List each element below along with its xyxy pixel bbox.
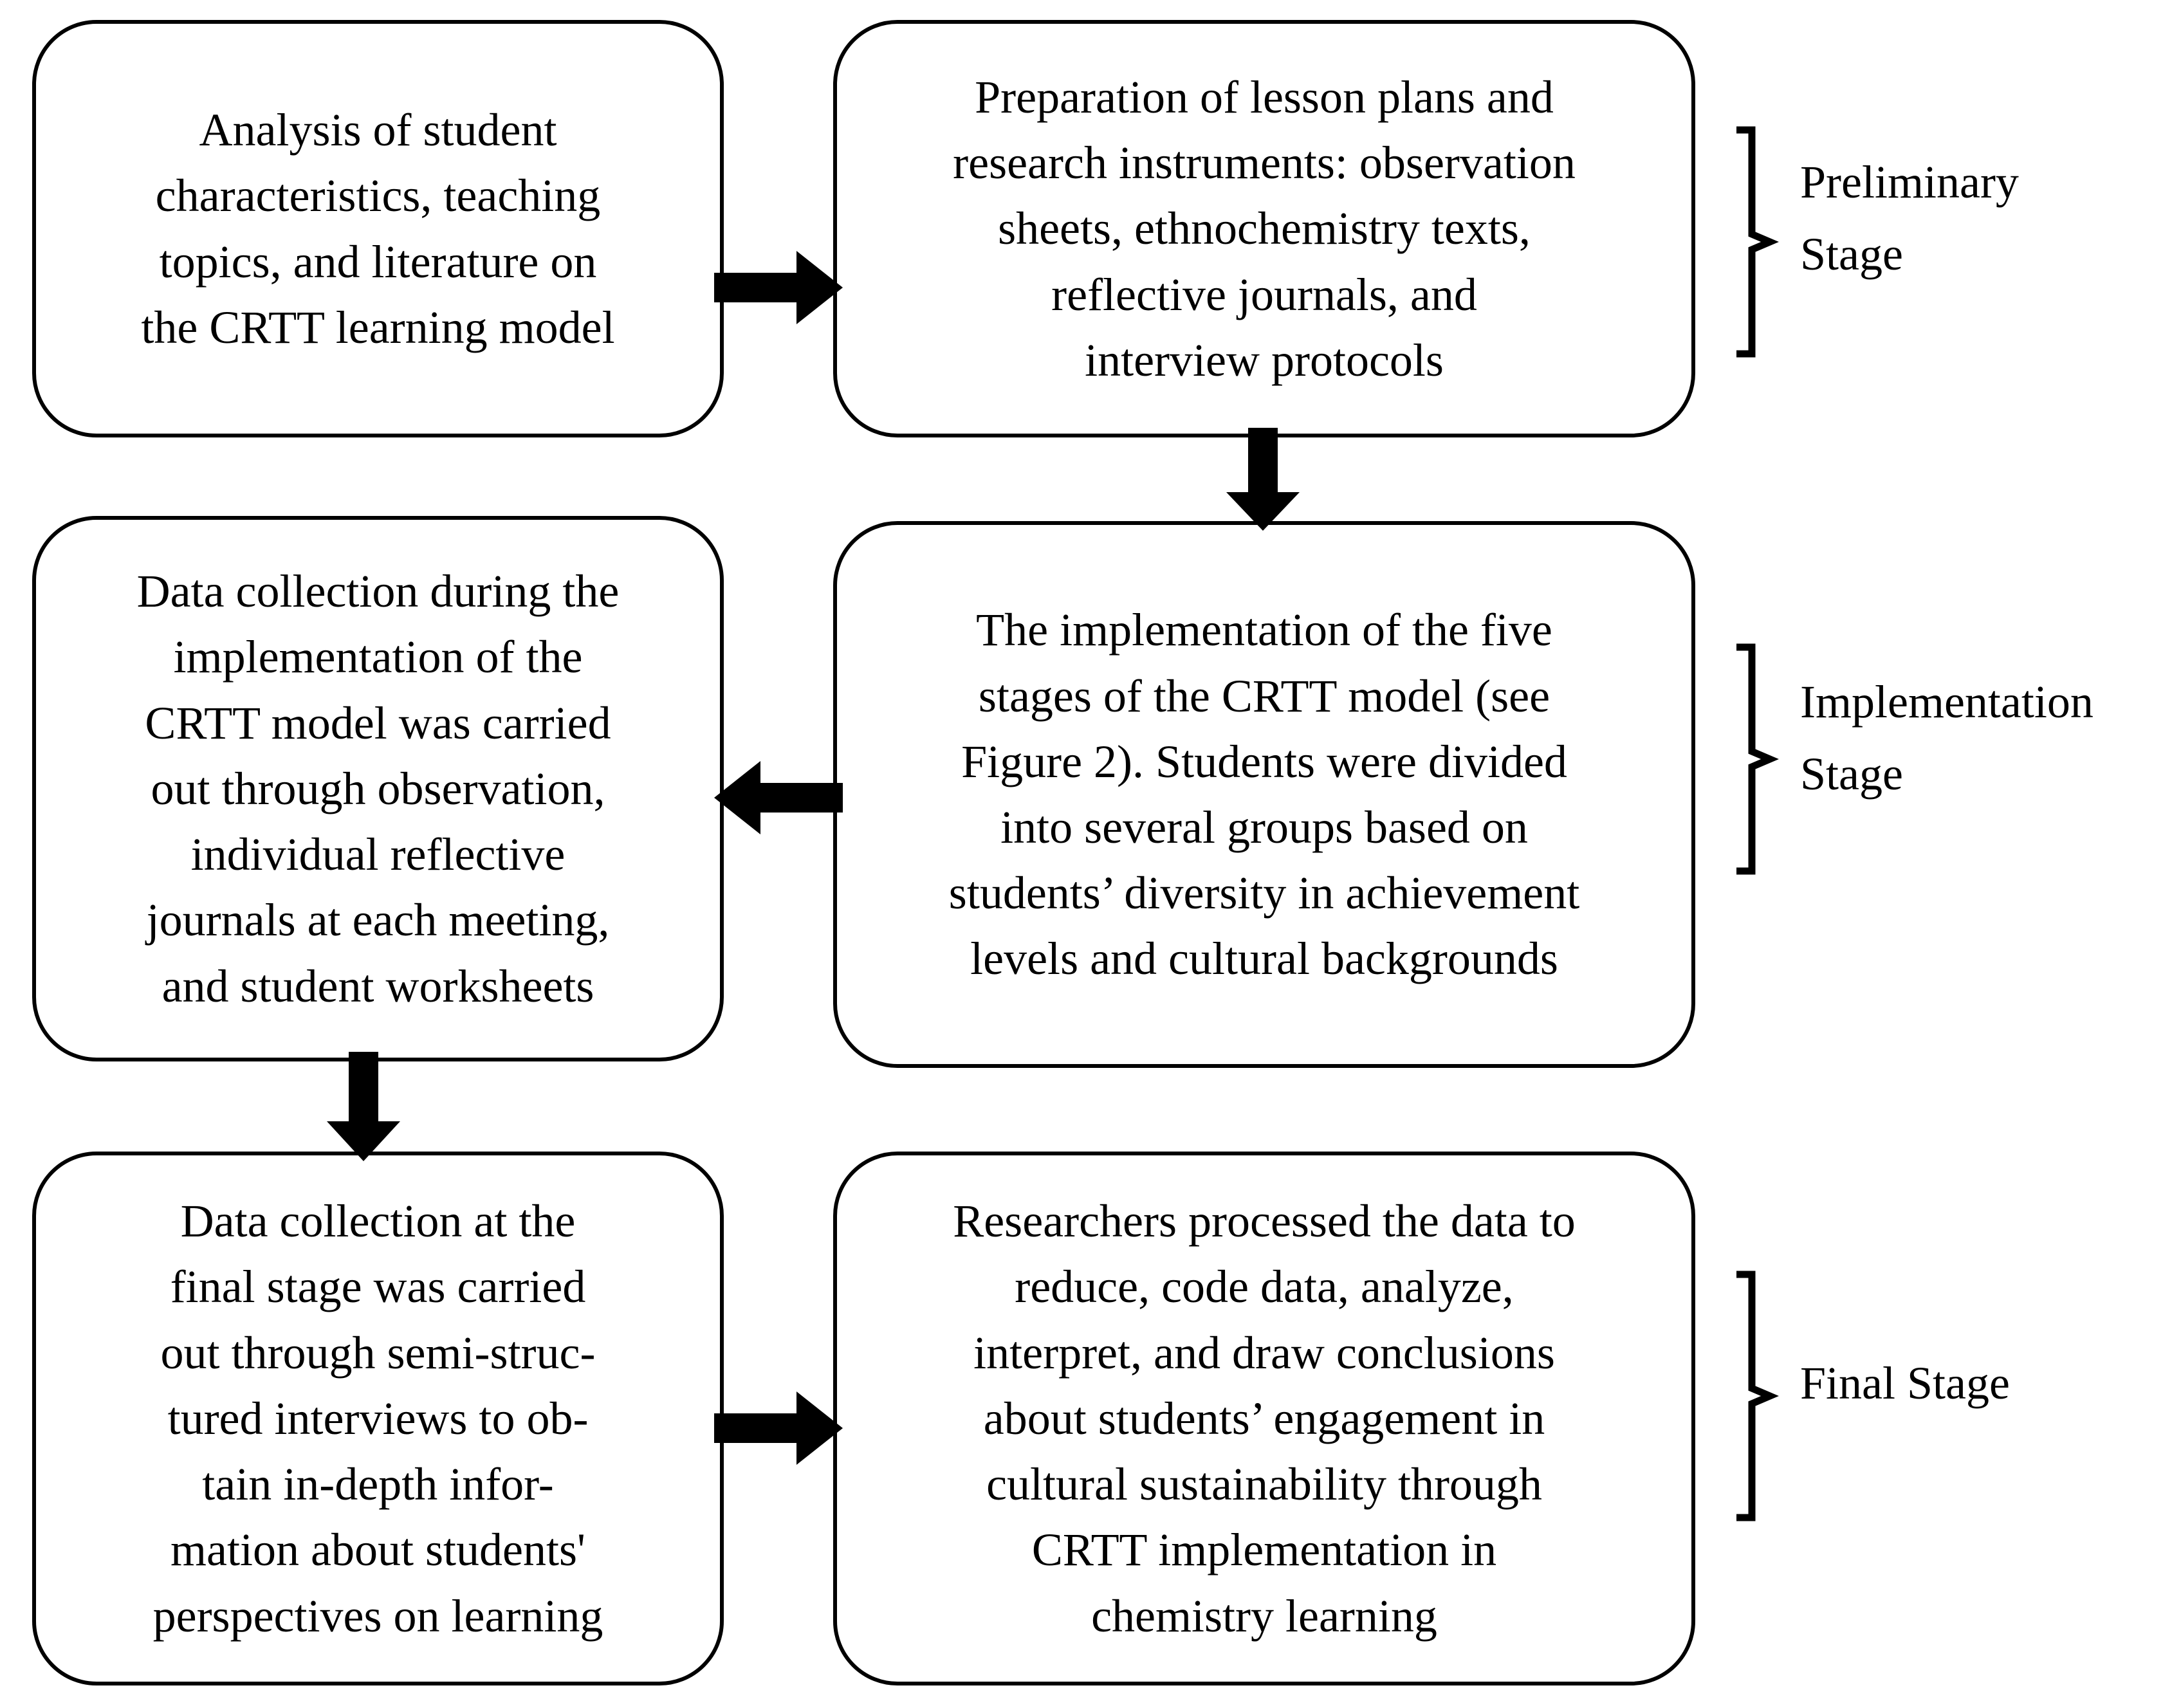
final-interviews-box: Data collection at the final stage was c… xyxy=(32,1152,724,1685)
analysis-box: Analysis of student characteristics, tea… xyxy=(32,20,724,437)
final-interviews-box-text: Data collection at the final stage was c… xyxy=(152,1195,603,1642)
data-collection-implementation-box: Data collection during the implementatio… xyxy=(32,516,724,1061)
final-stage-bracket-icon xyxy=(1734,1271,1779,1521)
crtt-five-stages-box-text: The implementation of the five stages of… xyxy=(948,604,1580,985)
arrow-down-data-collection-to-final xyxy=(322,1052,405,1161)
final-stage-label: Final Stage xyxy=(1800,1357,2010,1409)
analysis-box-text: Analysis of student characteristics, tea… xyxy=(141,104,615,353)
preparation-box: Preparation of lesson plans and research… xyxy=(833,20,1695,437)
arrow-down-preparation-to-implementation xyxy=(1221,428,1305,531)
data-processing-box: Researchers processed the data to reduce… xyxy=(833,1152,1695,1685)
implementation-stage-bracket-icon xyxy=(1734,643,1779,875)
arrow-right-final-to-processing xyxy=(714,1386,843,1470)
crtt-five-stages-box: The implementation of the five stages of… xyxy=(833,521,1695,1068)
implementation-stage-label: Implementation Stage xyxy=(1800,676,2094,800)
data-collection-implementation-box-text: Data collection during the implementatio… xyxy=(136,565,620,1012)
preliminary-stage-bracket-icon xyxy=(1734,126,1779,358)
preliminary-stage-label: Preliminary Stage xyxy=(1800,156,2019,280)
arrow-left-implementation-to-data-collection xyxy=(714,756,843,840)
preparation-box-text: Preparation of lesson plans and research… xyxy=(953,71,1576,386)
data-processing-box-text: Researchers processed the data to reduce… xyxy=(953,1195,1576,1642)
arrow-right-analysis-to-preparation xyxy=(714,246,843,329)
